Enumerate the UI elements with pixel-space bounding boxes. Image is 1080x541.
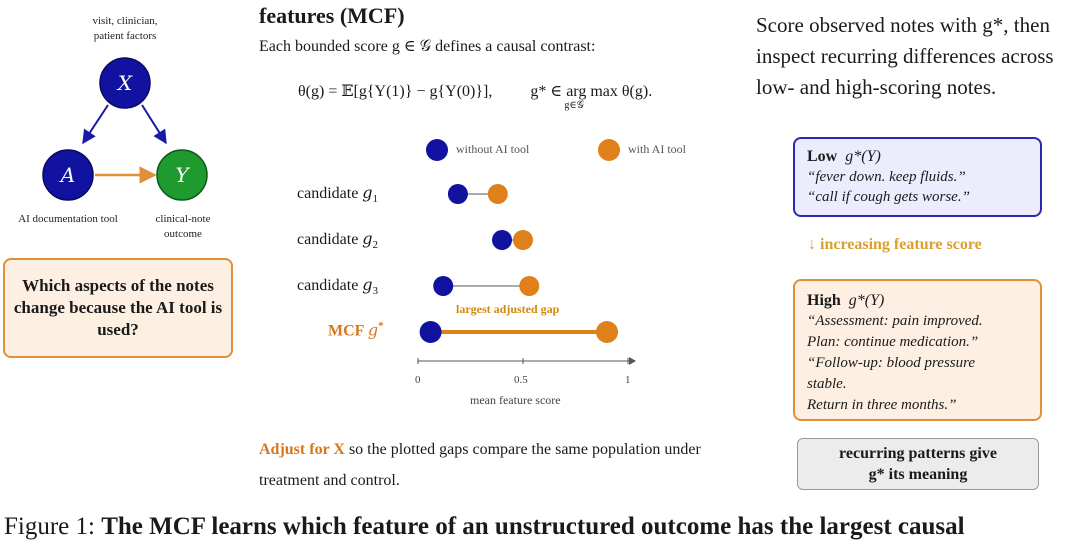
adjust-text: so the plotted gaps compare the same pop… (259, 441, 701, 489)
x-node-text: X (116, 71, 133, 95)
high-score-box: High g*(Y) “Assessment: pain improved. P… (793, 279, 1042, 421)
adjust-prefix: Adjust for X (259, 441, 345, 458)
high-quote-4: stable. (807, 376, 847, 392)
high-heading: High (807, 292, 841, 309)
x-tick-05: 0.5 (514, 374, 528, 386)
arrow-x-to-a (82, 104, 109, 145)
point-with-3 (519, 276, 540, 296)
argmax-subscript: g∈𝒢 (564, 100, 584, 111)
low-quote-2: “call if cough gets worse.” (807, 189, 970, 205)
caption-prefix: Figure 1: (4, 513, 102, 540)
mcf-label: MCF g* (328, 320, 384, 340)
adjustment-note: Adjust for X so the plotted gaps compare… (259, 434, 739, 496)
high-quote-5: Return in three months.” (807, 397, 957, 413)
high-quote-3: “Follow-up: blood pressure (807, 355, 976, 371)
y-node-label: clinical-note outcome (155, 213, 211, 240)
candidate-label-3: candidate g3 (297, 275, 379, 298)
pattern-line-1: recurring patterns give (839, 445, 997, 462)
candidate-label-2: candidate g2 (297, 229, 379, 252)
intro-text: Each bounded score g ∈ 𝒢 defines a causa… (259, 38, 596, 55)
low-function: g*(Y) (845, 148, 881, 165)
x-axis-title: mean feature score (470, 393, 561, 407)
high-quote-1: “Assessment: pain improved. (807, 313, 983, 329)
y-node (156, 149, 208, 201)
x-axis-arrowhead (629, 357, 636, 365)
point-with-4 (596, 321, 618, 343)
a-node-text: A (59, 163, 75, 187)
chart-legend (426, 139, 620, 161)
low-quote-1: “fever down. keep fluids.” (807, 169, 966, 185)
dumbbell-chart (417, 184, 636, 365)
pattern-line-2: g* its meaning (868, 466, 968, 483)
point-with-1 (487, 184, 508, 204)
x-tick-0: 0 (415, 374, 421, 386)
point-without-1 (447, 184, 468, 204)
a-node (42, 149, 94, 201)
gstar-definition: g* ∈ arg max θ(g). (530, 83, 653, 100)
low-score-box: Low g*(Y) “fever down. keep fluids.” “ca… (793, 137, 1042, 217)
x-tick-1: 1 (625, 374, 631, 386)
section-title: features (MCF) (259, 3, 405, 28)
point-without-4 (419, 321, 442, 343)
legend-label-without: without AI tool (456, 142, 530, 156)
right-intro: Score observed notes with g*, then inspe… (756, 13, 1054, 99)
question-text: Which aspects of the notes change becaus… (13, 276, 223, 339)
legend-label-with: with AI tool (628, 142, 687, 156)
a-node-label: AI documentation tool (18, 213, 118, 225)
causal-dag: X A Y (42, 57, 208, 201)
theta-definition: θ(g) = 𝔼[g{Y(1)} − g{Y(0)}], (298, 83, 493, 100)
high-function: g*(Y) (848, 292, 885, 309)
low-heading: Low (807, 148, 838, 165)
pattern-box: recurring patterns give g* its meaning (797, 438, 1039, 490)
caption-bold: The MCF learns which feature of an unstr… (101, 513, 965, 540)
point-with-2 (513, 230, 533, 250)
increasing-score-label: ↓ increasing feature score (808, 236, 982, 253)
x-node-label: visit, clinician, patient factors (92, 15, 158, 42)
arrow-x-to-y (141, 104, 167, 145)
x-node (99, 57, 151, 109)
y-node-text: Y (175, 163, 190, 187)
point-without-2 (492, 230, 512, 250)
question-box: Which aspects of the notes change becaus… (3, 258, 233, 358)
legend-marker-with (598, 139, 620, 161)
high-quote-2: Plan: continue medication.” (807, 334, 979, 350)
largest-gap-annotation: largest adjusted gap (456, 302, 560, 316)
legend-marker-without (426, 139, 448, 161)
point-without-3 (433, 276, 454, 296)
candidate-label-1: candidate g1 (297, 183, 379, 206)
objective-formula: θ(g) = 𝔼[g{Y(1)} − g{Y(0)}], g* ∈ arg ma… (298, 81, 653, 111)
figure-caption: Figure 1: The MCF learns which feature o… (4, 513, 965, 541)
